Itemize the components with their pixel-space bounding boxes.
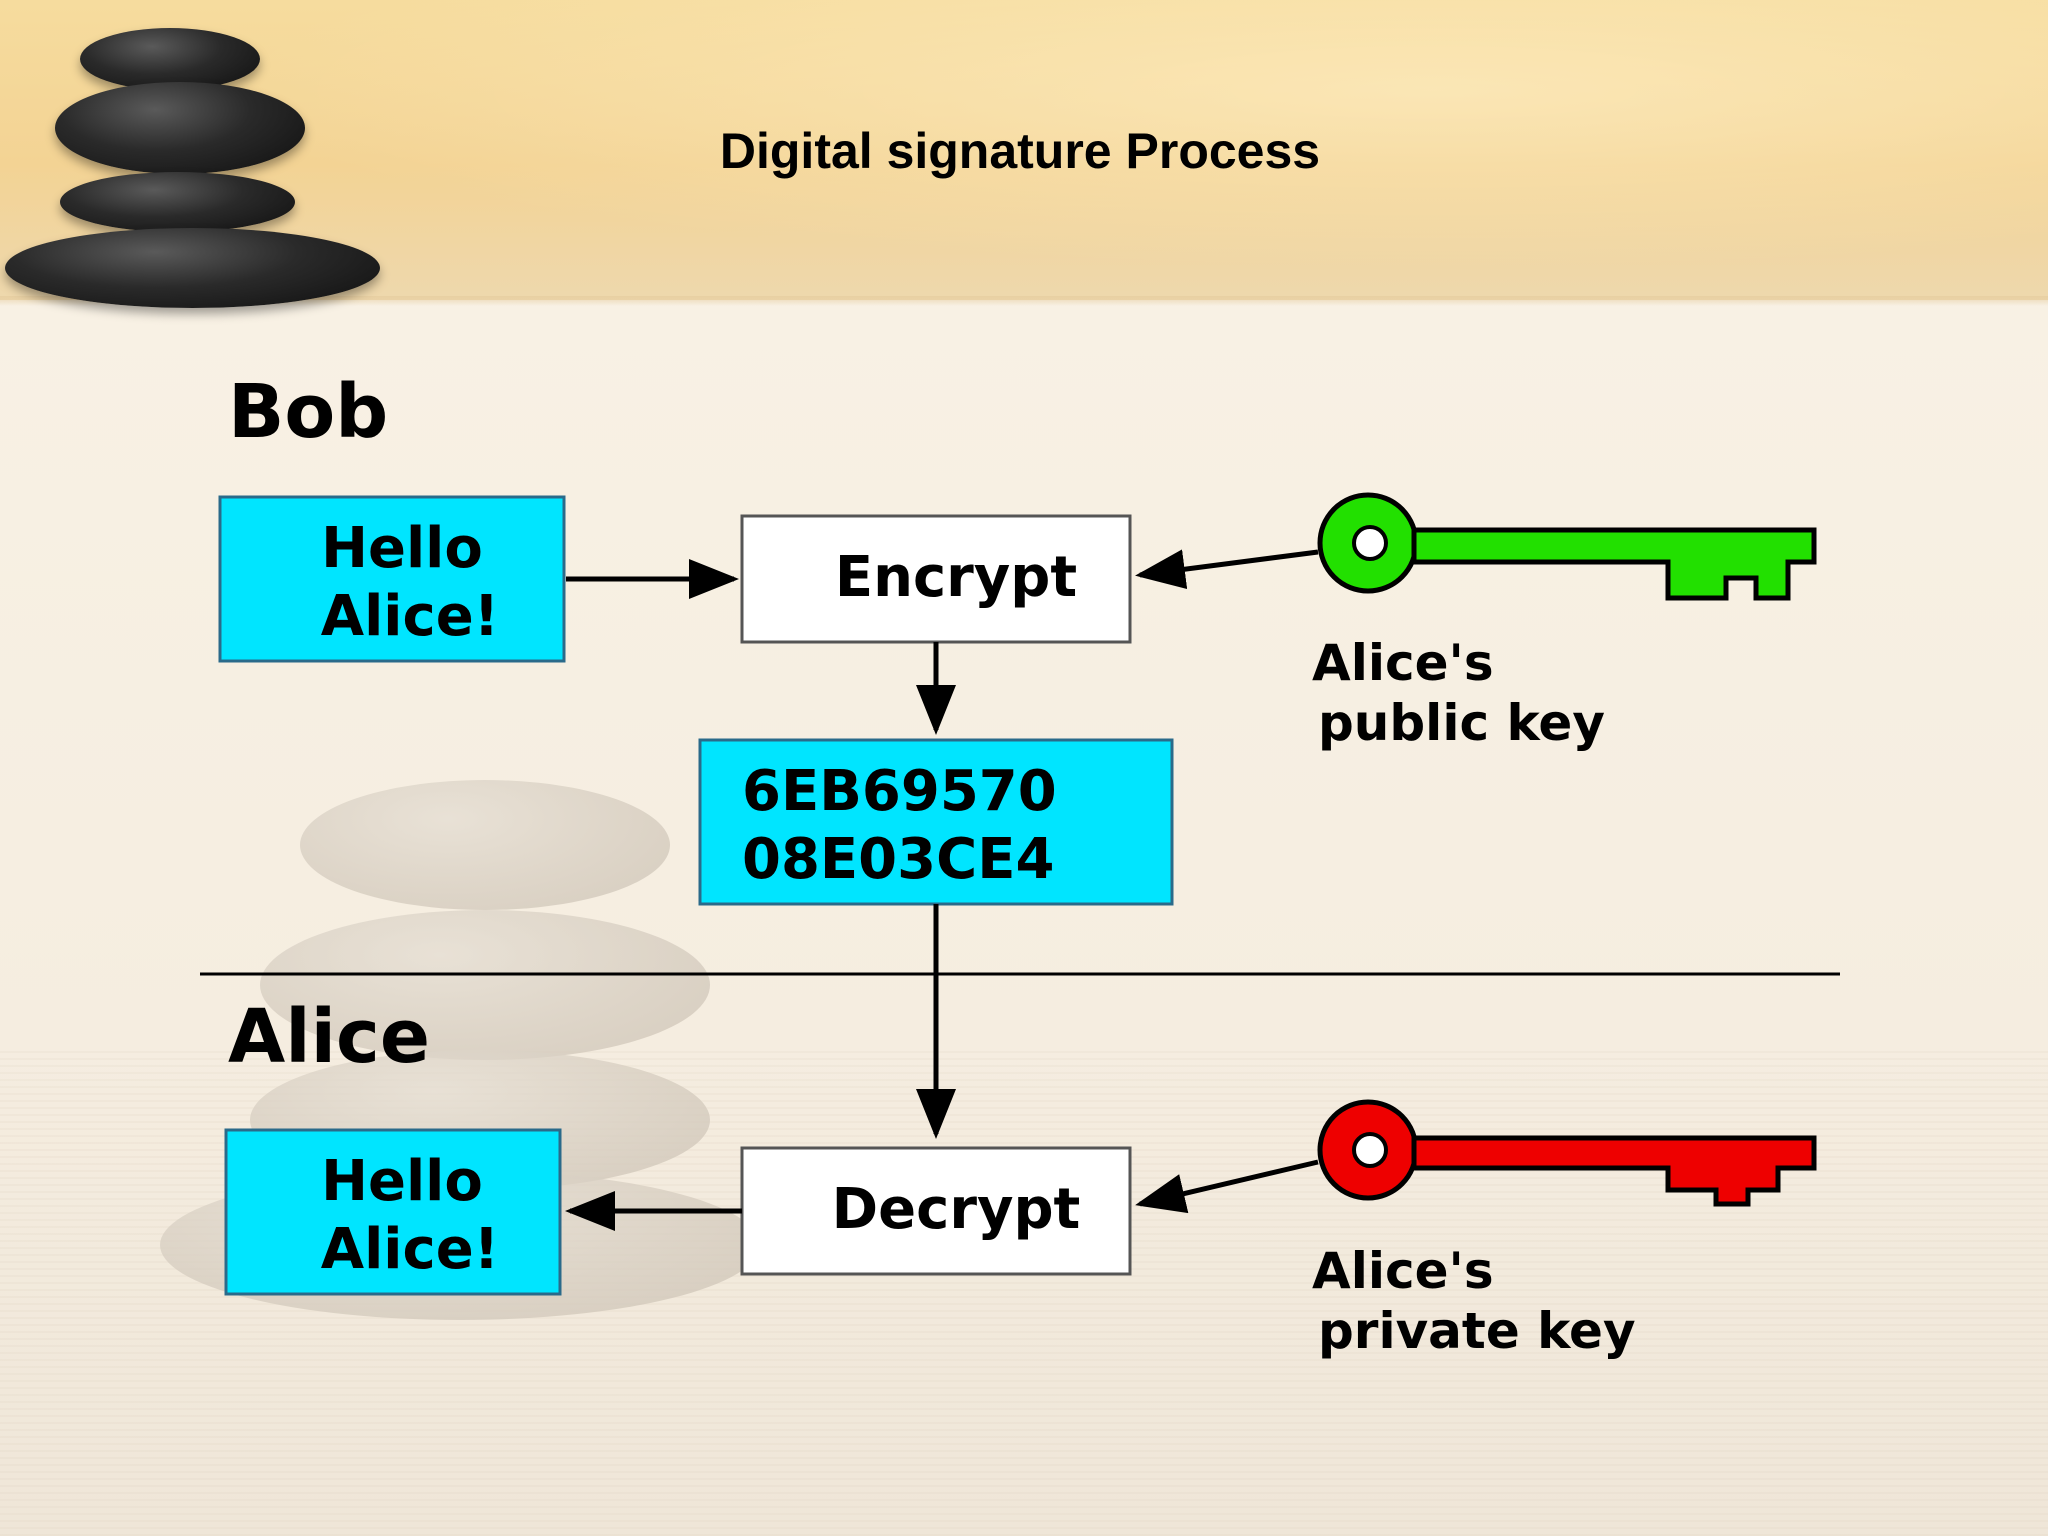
public-key-label-line2: public key [1318, 694, 1605, 752]
plaintext-output-box [224, 1128, 562, 1296]
private-key-icon [1317, 1099, 1817, 1207]
receiver-label: Alice [228, 994, 430, 1080]
stone-stack-image [55, 82, 305, 174]
arrow-private-key-to-decrypt [1135, 1159, 1319, 1214]
decrypt-label: Decrypt [832, 1177, 1081, 1242]
private-key-label-line2: private key [1318, 1302, 1636, 1360]
stone-stack-image [5, 228, 380, 308]
private-key-label-line1: Alice's [1312, 1242, 1494, 1300]
sender-label: Bob [228, 369, 388, 455]
encrypt-box [740, 514, 1132, 644]
ciphertext-line1: 6EB69570 [742, 759, 1057, 824]
ciphertext-line2: 08E03CE4 [742, 827, 1054, 892]
plaintext-output-line2: Alice! [321, 1217, 499, 1282]
stone-stack-image [80, 28, 260, 90]
public-key-icon [1317, 492, 1817, 601]
header-edge [0, 296, 2048, 306]
background-stone [260, 910, 710, 1060]
background-stone [300, 780, 670, 910]
plaintext-output-line1: Hello [321, 1149, 483, 1214]
plaintext-input-line2: Alice! [321, 584, 499, 649]
plaintext-input-line1: Hello [321, 516, 483, 581]
stone-stack-image [60, 172, 295, 232]
public-key-label-line1: Alice's [1312, 634, 1494, 692]
encrypt-label: Encrypt [835, 545, 1077, 610]
plaintext-input-box [218, 495, 566, 663]
arrow-public-key-to-encrypt [1135, 549, 1319, 590]
ciphertext-box [698, 738, 1174, 906]
decrypt-box [740, 1146, 1132, 1276]
page-title: Digital signature Process [719, 123, 1321, 179]
